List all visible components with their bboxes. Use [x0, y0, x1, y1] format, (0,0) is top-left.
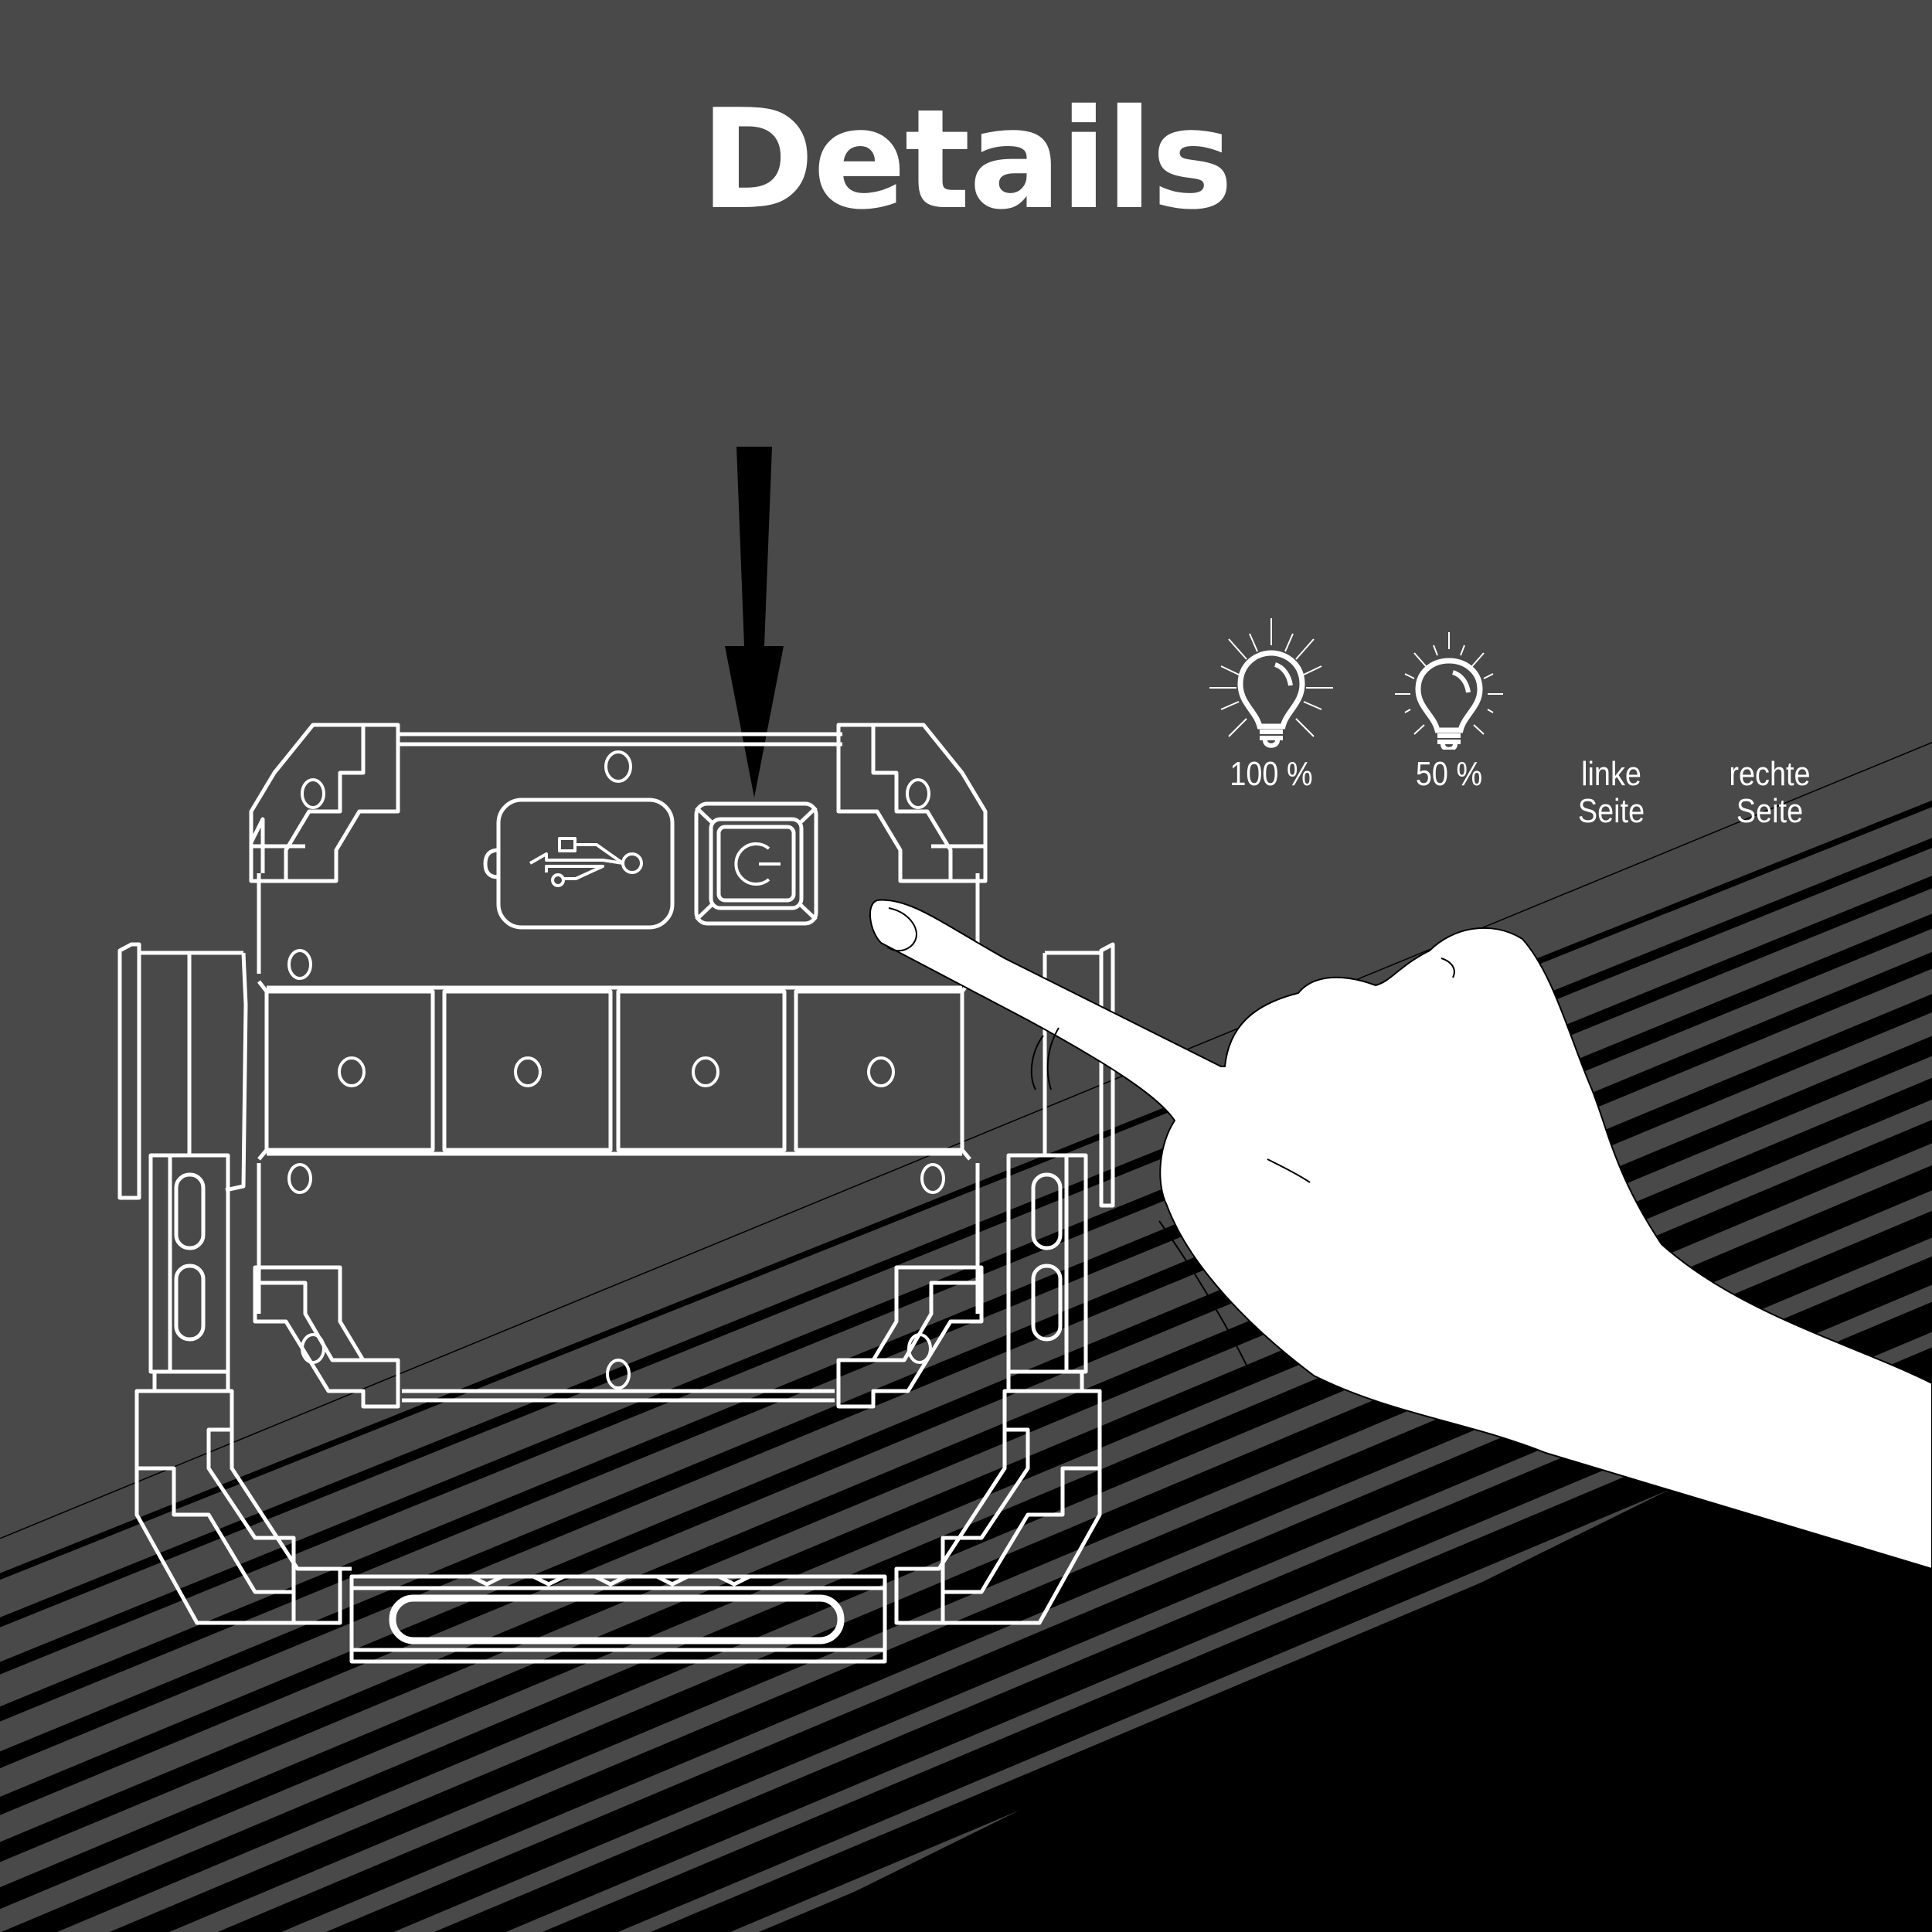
lightbulb-half-icon [1395, 632, 1503, 750]
legend-label-left-side: linke Seite [1558, 756, 1665, 830]
usb-icon [529, 837, 643, 887]
lower-screw-icons [287, 1163, 945, 1389]
power-icon [734, 842, 781, 886]
handle-right-upright [894, 1153, 1102, 1625]
legend-label-left-line1: linke [1581, 755, 1641, 793]
legend-label-100: 100 % [1230, 755, 1313, 793]
legend-label-right-side: rechte Seite [1716, 756, 1823, 830]
legend-label-left-line2: Seite [1577, 792, 1645, 830]
legend-label-right-line1: rechte [1729, 755, 1811, 793]
panel-screw-icons [338, 1056, 895, 1087]
usb-port-cover [483, 798, 675, 930]
legend-label-right-line2: Seite [1736, 792, 1804, 830]
device-bottom-panel [253, 1163, 984, 1409]
legend-label-50: 50 % [1415, 755, 1483, 793]
device-top-panel [249, 723, 988, 974]
lightbulb-full-icon [1209, 618, 1333, 748]
handle-grip [349, 1574, 887, 1664]
left-hinge [117, 942, 248, 1200]
page-title: Details [700, 80, 1233, 240]
screw-icons [287, 750, 930, 980]
power-button [694, 801, 818, 926]
handle-left-upright [134, 1153, 352, 1625]
